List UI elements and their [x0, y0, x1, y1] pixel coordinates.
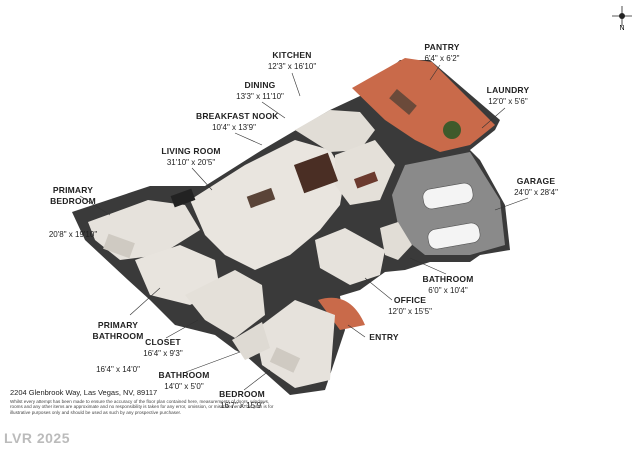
room-name: BATHROOM [158, 370, 210, 380]
room-name: PRIMARY BEDROOM [50, 185, 96, 206]
room-name: CLOSET [145, 337, 181, 347]
label-closet: CLOSET 16'4" x 9'3" [136, 337, 190, 359]
room-dim: 12'3" x 16'10" [267, 62, 317, 71]
label-office: OFFICE 12'0" x 15'5" [380, 295, 440, 317]
room-dim: 12'0" x 15'5" [388, 307, 432, 316]
room-name: PANTRY [424, 42, 460, 52]
room-dim: 13'3" x 11'10" [236, 92, 284, 101]
dining-table [353, 171, 379, 189]
room-dim: 14'0" x 5'0" [164, 382, 204, 391]
room-dim: 24'0" x 28'4" [514, 188, 558, 197]
address: 2204 Glenbrook Way, Las Vegas, NV, 89117 [10, 388, 158, 397]
room-name: LAUNDRY [486, 85, 530, 95]
label-dining: DINING 13'3" x 11'10" [228, 80, 292, 102]
entry-floor [318, 297, 365, 330]
room-name: DINING [244, 80, 276, 90]
bed-primary [103, 233, 135, 259]
room-dim: 16'4" x 14'0" [96, 365, 140, 374]
label-kitchen: KITCHEN 12'3" x 16'10" [262, 50, 322, 72]
room-dim: 6'0" x 10'4" [428, 286, 468, 295]
room-name: OFFICE [393, 295, 427, 305]
bed-bottom [269, 347, 301, 373]
label-bathroom-right: BATHROOM 6'0" x 10'4" [418, 274, 478, 296]
room-dim: 12'0" x 5'6" [488, 97, 528, 106]
bedroom-floor [255, 300, 335, 388]
sofa [246, 187, 276, 209]
room-name: GARAGE [516, 176, 556, 186]
closet-floor [185, 270, 265, 338]
car-lower [427, 222, 481, 250]
tv-unit [170, 188, 196, 208]
patio-table [389, 89, 417, 115]
car-upper [422, 182, 474, 210]
label-living-room: LIVING ROOM 31'10" x 20'5" [158, 146, 224, 168]
room-name: BREAKFAST NOOK [196, 111, 279, 121]
label-primary-bathroom: PRIMARY BATHROOM 16'4" x 14'0" [90, 298, 146, 397]
room-dim: 16'4" x 9'3" [143, 349, 183, 358]
furniture [103, 89, 461, 373]
label-entry: ENTRY [364, 332, 404, 343]
label-breakfast-nook: BREAKFAST NOOK 10'4" x 13'9" [196, 111, 279, 133]
compass: N [608, 4, 636, 34]
bathroom-bottom-floor [232, 322, 270, 360]
label-bathroom-bottom: BATHROOM 14'0" x 5'0" [156, 370, 212, 392]
room-dim: 20'8" x 19'10" [48, 230, 98, 239]
kitchen-floor [295, 110, 375, 152]
room-name: ENTRY [369, 332, 399, 342]
room-dim: 6'4" x 6'2" [424, 54, 460, 63]
room-dim: 10'4" x 13'9" [212, 123, 256, 132]
room-dim: 31'10" x 20'5" [166, 158, 216, 167]
label-laundry: LAUNDRY 12'0" x 5'6" [478, 85, 538, 107]
plant [443, 121, 461, 139]
room-name: PRIMARY BATHROOM [92, 320, 144, 341]
compass-icon [612, 6, 632, 26]
label-pantry: PANTRY 6'4" x 6'2" [412, 42, 472, 64]
footer: 2204 Glenbrook Way, Las Vegas, NV, 89117… [10, 388, 280, 415]
garage-cars [422, 182, 481, 250]
room-name: LIVING ROOM [161, 146, 221, 156]
dining-floor [335, 140, 395, 205]
disclaimer: Whilst every attempt has been made to en… [10, 399, 274, 415]
label-garage: GARAGE 24'0" x 28'4" [503, 176, 569, 198]
room-dim: 16'7" x 15'9" [220, 401, 264, 410]
watermark: LVR 2025 [4, 430, 70, 446]
compass-label: N [619, 25, 625, 32]
room-name: BATHROOM [422, 274, 474, 284]
bathroom-right-floor [380, 222, 412, 260]
label-primary-bedroom: PRIMARY BEDROOM 20'8" x 19'10" [40, 163, 106, 262]
room-name: BEDROOM [219, 389, 265, 399]
cabinet-dark [293, 152, 339, 194]
room-name: KITCHEN [272, 50, 312, 60]
office-floor [315, 228, 385, 285]
label-bedroom: BEDROOM 16'7" x 15'9" [214, 389, 270, 411]
